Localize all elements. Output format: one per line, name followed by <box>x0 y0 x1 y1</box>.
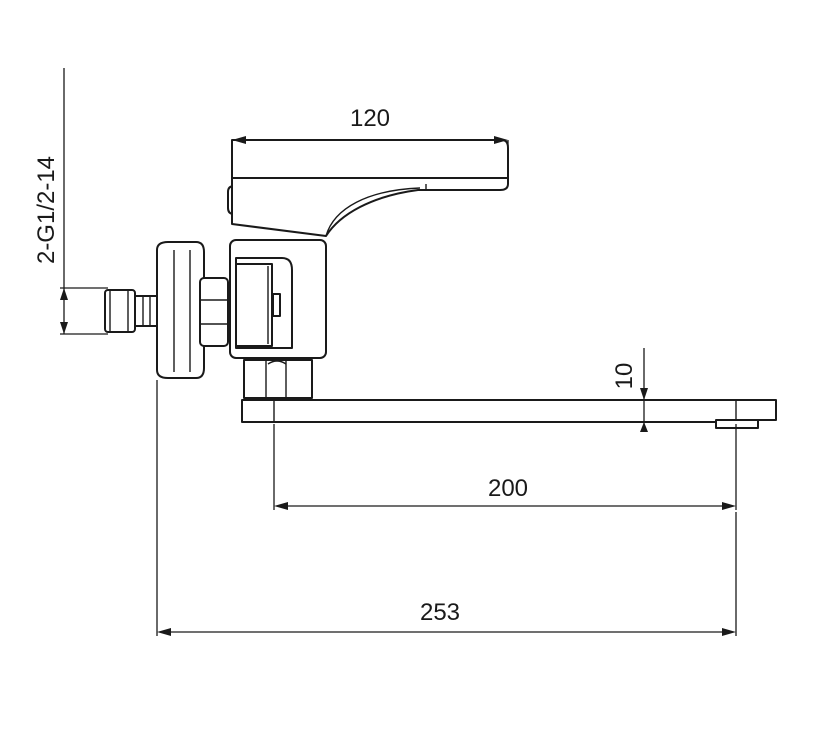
lever-handle <box>227 139 509 237</box>
wall-flange <box>156 241 205 379</box>
dimension-overall: 253 <box>156 380 737 636</box>
dimension-spout-thickness: 10 <box>611 348 648 432</box>
dimension-spout-reach-label: 200 <box>488 475 528 502</box>
dimension-spout-reach: 200 <box>273 424 737 510</box>
spout-connector <box>243 359 313 399</box>
faucet-assembly <box>104 139 777 429</box>
hex-nut <box>199 277 229 347</box>
dimension-lever-label: 120 <box>350 105 390 132</box>
dimension-connection-label: 2-G1/2-14 <box>33 156 60 264</box>
dimension-lever: 120 <box>231 105 509 180</box>
dimension-overall-label: 253 <box>420 599 460 626</box>
dimension-spout-thickness-label: 10 <box>611 363 638 390</box>
dimension-connection: 2-G1/2-14 <box>33 68 108 335</box>
inlet-pipe <box>104 289 158 333</box>
spout <box>241 399 777 429</box>
mixer-body <box>229 239 327 359</box>
